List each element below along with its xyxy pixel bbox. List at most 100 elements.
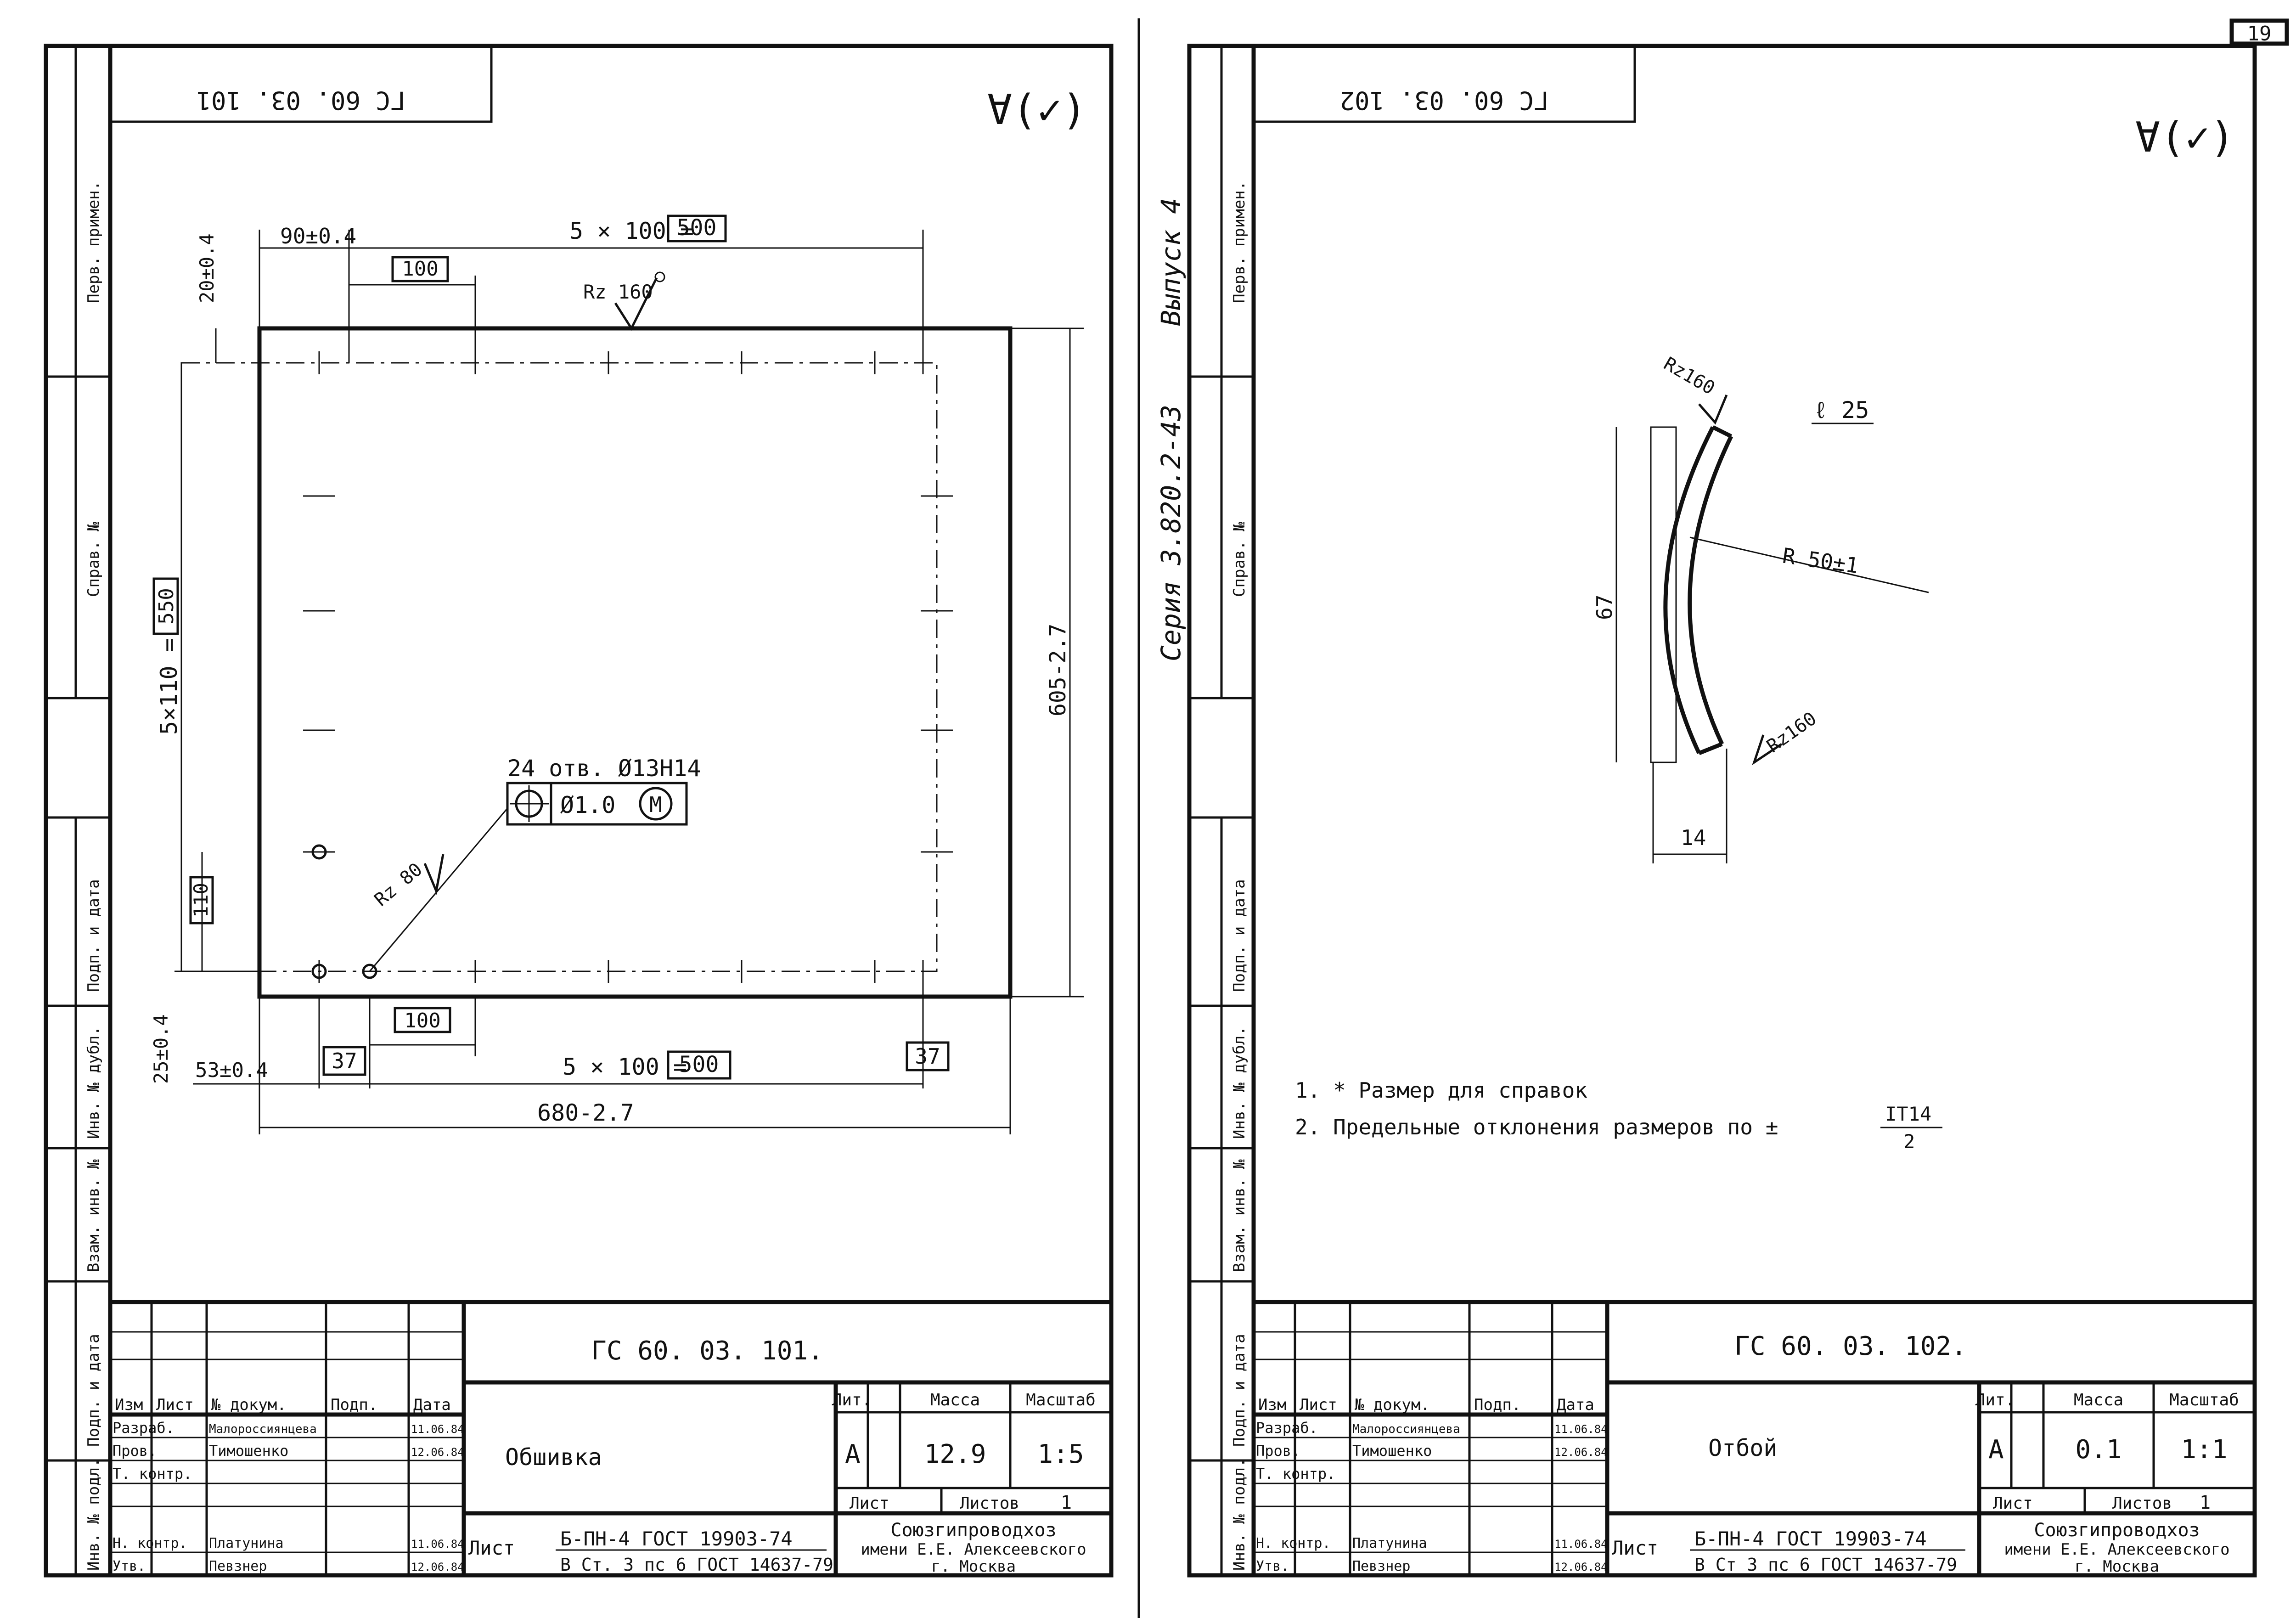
sheet2-surface-mark: ∀(✓) [2135, 113, 2235, 162]
svg-text:Малороссиянцева: Малороссиянцева [1352, 1422, 1460, 1436]
svg-text:100: 100 [402, 257, 438, 281]
svg-text:Изм: Изм [115, 1396, 143, 1414]
svg-text:Отбой: Отбой [1708, 1435, 1778, 1461]
svg-text:В Ст. 3 пс 6 ГОСТ 14637-79: В Ст. 3 пс 6 ГОСТ 14637-79 [560, 1555, 833, 1575]
sheet1-hole-callout: 24 отв. Ø13H14 Ø1.0 M [369, 755, 701, 972]
sheet2-mirrored-stamp: ГС 60. 03. 102 [1252, 45, 1636, 123]
svg-text:Дата: Дата [1557, 1396, 1594, 1414]
svg-text:Утв.: Утв. [1256, 1558, 1289, 1574]
svg-text:Лит.: Лит. [1975, 1391, 2015, 1409]
svg-text:имени Е.Е. Алексеевского: имени Е.Е. Алексеевского [861, 1540, 1086, 1559]
sheet-1: Перв. примен. Справ. № Подп. и дата Инв.… [44, 44, 1114, 1578]
sheet2-series: Серия 3.820.2-43 [1155, 405, 1187, 661]
side-label-sprav: Справ. № [84, 522, 103, 597]
svg-text:Б-ПН-4 ГОСТ 19903-74: Б-ПН-4 ГОСТ 19903-74 [1694, 1528, 1927, 1550]
svg-text:Т. контр.: Т. контр. [1256, 1465, 1335, 1483]
svg-text:37: 37 [332, 1049, 357, 1073]
sheet1-surface-mark: ∀(✓) [987, 86, 1087, 134]
svg-text:А: А [845, 1439, 861, 1469]
sheet2-side-strip: Перв. примен. Справ. № Подп. и дата Инв.… [1187, 44, 1256, 1578]
svg-text:Листов: Листов [2112, 1494, 2172, 1513]
sheet2-note-1: 1. * Размер для справок [1295, 1078, 1587, 1103]
svg-text:1: 1 [2200, 1492, 2211, 1513]
side-label-podp2: Подп. и дата [84, 1334, 103, 1447]
svg-text:Листов: Листов [960, 1494, 1019, 1513]
sheet2-note-2: 2. Предельные отклонения размеров по ± [1295, 1115, 1778, 1139]
svg-text:№ докум.: № докум. [1355, 1396, 1430, 1414]
svg-text:12.06.84: 12.06.84 [1554, 1446, 1608, 1459]
sheet2-curved-part [1615, 395, 1929, 863]
svg-text:11.06.84: 11.06.84 [1554, 1538, 1608, 1550]
sheet2-rough-top: Rz160 [1660, 353, 1718, 399]
sheet2-radius: R 50±1 [1781, 543, 1860, 578]
svg-text:11.06.84: 11.06.84 [411, 1423, 464, 1436]
svg-text:Масса: Масса [930, 1391, 980, 1409]
svg-text:Разраб.: Разраб. [1256, 1419, 1318, 1437]
sheet1-hole-ticks [303, 351, 953, 983]
svg-text:12.06.84: 12.06.84 [411, 1561, 464, 1573]
sheet2-width: 14 [1681, 825, 1706, 850]
svg-text:M: M [649, 792, 662, 817]
sheet2-length: ℓ 25 [1814, 397, 1869, 423]
svg-text:Изм: Изм [1258, 1396, 1286, 1414]
svg-text:Н. контр.: Н. контр. [113, 1535, 187, 1551]
sheet1-hole [311, 964, 327, 979]
svg-text:Союзгипроводхоз: Союзгипроводхоз [890, 1520, 1056, 1541]
svg-text:Пров.: Пров. [113, 1442, 157, 1460]
svg-text:г. Москва: г. Москва [2075, 1557, 2159, 1576]
svg-text:Дата: Дата [413, 1396, 451, 1414]
svg-text:Лист: Лист [156, 1396, 194, 1414]
svg-text:12.06.84: 12.06.84 [1554, 1561, 1608, 1573]
sheet1-rough-hole: Rz 80 [371, 859, 427, 911]
sheet2-note-2-den: 2 [1903, 1130, 1915, 1153]
svg-text:19: 19 [2247, 22, 2272, 45]
svg-text:Инв. № дубл.: Инв. № дубл. [1230, 1026, 1249, 1139]
svg-text:Подп.: Подп. [1474, 1396, 1521, 1414]
svg-text:г. Москва: г. Москва [931, 1557, 1016, 1576]
svg-text:ГС 60. 03. 101: ГС 60. 03. 101 [196, 86, 405, 115]
svg-text:Подп.: Подп. [331, 1396, 377, 1414]
sheet1-part-outline [257, 326, 1013, 999]
svg-text:№ докум.: № докум. [211, 1396, 287, 1414]
svg-text:11.06.84: 11.06.84 [1554, 1423, 1608, 1436]
svg-text:Т. контр.: Т. контр. [113, 1465, 192, 1483]
svg-text:Rz 160: Rz 160 [583, 281, 653, 303]
svg-text:Лист: Лист [1993, 1494, 2033, 1513]
page-number: 19 [2229, 18, 2289, 46]
svg-text:Справ. №: Справ. № [1230, 522, 1249, 597]
svg-text:110: 110 [190, 883, 212, 918]
svg-text:Обшивка: Обшивка [505, 1444, 602, 1471]
svg-text:Масштаб: Масштаб [1026, 1391, 1096, 1409]
svg-text:1:1: 1:1 [2181, 1435, 2227, 1465]
svg-text:12.06.84: 12.06.84 [411, 1446, 464, 1459]
svg-text:12.9: 12.9 [924, 1439, 986, 1469]
svg-text:ГС 60. 03. 102.: ГС 60. 03. 102. [1734, 1331, 1967, 1361]
side-label-inv-podl: Инв. № подл. [84, 1458, 103, 1571]
svg-text:25±0.4: 25±0.4 [150, 1014, 172, 1084]
svg-text:Подп. и дата: Подп. и дата [1230, 879, 1249, 992]
svg-text:ГС 60. 03. 102: ГС 60. 03. 102 [1339, 86, 1548, 115]
svg-text:Масштаб: Масштаб [2169, 1391, 2239, 1409]
svg-text:100: 100 [404, 1009, 440, 1032]
svg-text:Лит.: Лит. [832, 1391, 872, 1409]
sheet1-mirrored-stamp: ГС 60. 03. 101 [109, 45, 493, 123]
side-label-dubl: Инв. № дубл. [84, 1026, 103, 1139]
svg-text:Платунина: Платунина [209, 1535, 284, 1551]
svg-text:0.1: 0.1 [2075, 1435, 2122, 1465]
svg-text:5 × 100 =: 5 × 100 = [569, 218, 694, 244]
svg-text:500: 500 [679, 1052, 719, 1077]
svg-text:500: 500 [677, 215, 717, 241]
svg-text:Певзнер: Певзнер [1352, 1558, 1410, 1574]
svg-text:Б-ПН-4 ГОСТ 19903-74: Б-ПН-4 ГОСТ 19903-74 [560, 1528, 793, 1550]
svg-text:Инв. № подл.: Инв. № подл. [1230, 1458, 1249, 1571]
sheet1-hole-centerline [180, 362, 938, 972]
svg-text:Лист: Лист [1300, 1396, 1337, 1414]
sheet2-rough-bottom: Rz160 [1763, 708, 1820, 757]
sheet-2: Перв. примен. Справ. № Подп. и дата Инв.… [1155, 44, 2257, 1578]
svg-text:Н. контр.: Н. контр. [1256, 1535, 1331, 1551]
sheet2-height: 67 [1592, 595, 1617, 620]
svg-text:Ø1.0: Ø1.0 [560, 792, 615, 818]
svg-text:Разраб.: Разраб. [113, 1419, 174, 1437]
svg-text:Взам. инв. №: Взам. инв. № [1230, 1159, 1249, 1272]
